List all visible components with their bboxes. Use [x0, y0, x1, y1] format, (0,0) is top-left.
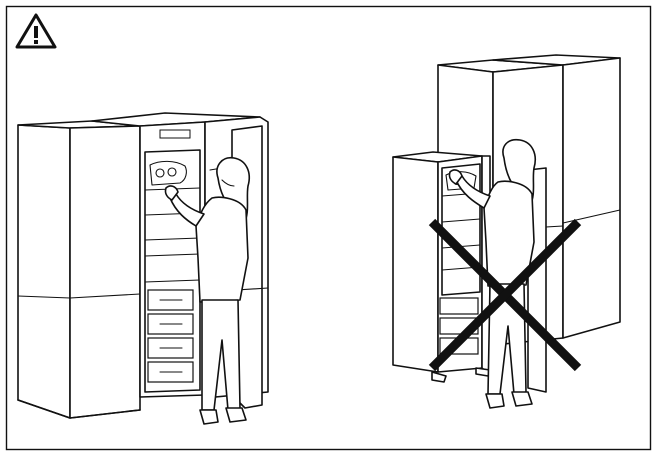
incorrect-installation-illustration — [392, 54, 621, 409]
left-cabinet — [17, 120, 141, 419]
person-figure-left — [164, 156, 250, 425]
warning-triangle-icon — [15, 13, 57, 49]
open-fridge — [91, 112, 261, 398]
person-figure-right — [448, 138, 536, 409]
cross-out-x-mark — [428, 218, 582, 372]
correct-installation-illustration — [17, 112, 269, 425]
